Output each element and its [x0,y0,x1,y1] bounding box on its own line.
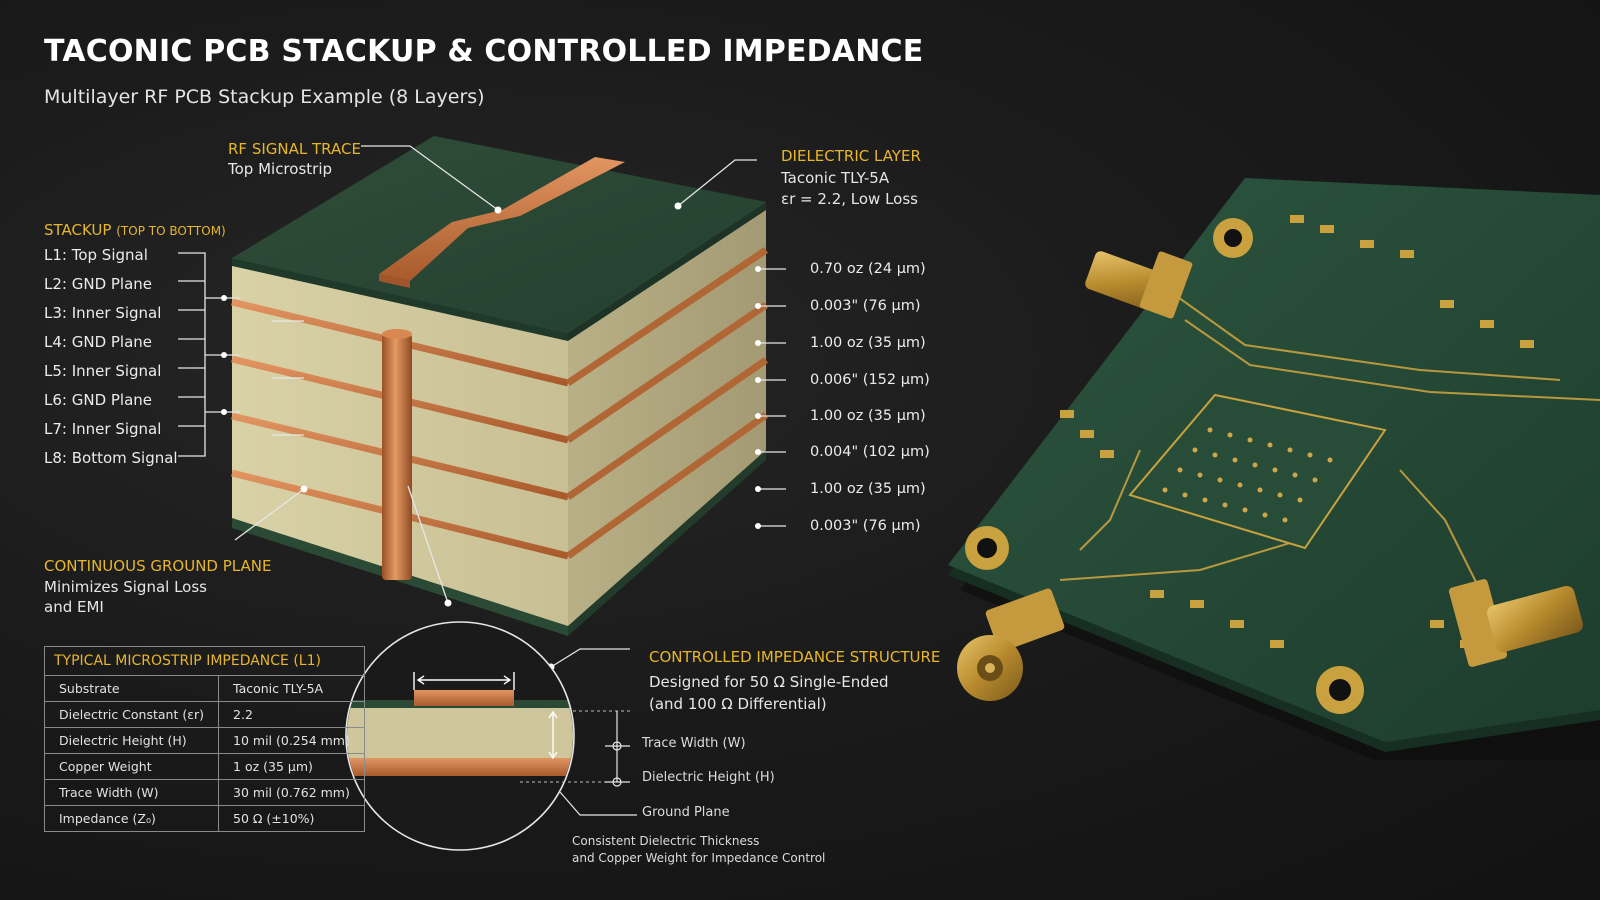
table-key: Substrate [43,675,220,702]
page-title: TACONIC PCB STACKUP & CONTROLLED IMPEDAN… [44,34,924,69]
thickness-8: 0.003" (76 μm) [810,518,921,534]
table-value: 1 oz (35 μm) [218,753,365,780]
stackup-layer-2: L2: GND Plane [44,275,153,293]
rf-trace-desc: Top Microstrip [228,160,333,178]
dielectric-properties: εr = 2.2, Low Loss [781,190,918,208]
table-value: 50 Ω (±10%) [218,805,365,832]
impedance-table-title: TYPICAL MICROSTRIP IMPEDANCE (L1) [44,646,365,675]
thickness-6: 0.004" (102 μm) [810,444,930,460]
ground-plane-desc-2: and EMI [44,598,104,616]
trace-width-label: Trace Width (W) [642,736,746,751]
stackup-heading: STACKUP (TOP TO BOTTOM) [44,221,226,239]
table-value: 2.2 [218,701,365,728]
stackup-layer-3: L3: Inner Signal [44,304,162,322]
table-value: 10 mil (0.254 mm) [218,727,365,754]
table-row: Dielectric Height (H)10 mil (0.254 mm) [43,727,365,754]
stackup-layer-7: L7: Inner Signal [44,420,162,438]
page-subtitle: Multilayer RF PCB Stackup Example (8 Lay… [44,86,485,108]
table-row: Impedance (Z₀)50 Ω (±10%) [43,805,365,832]
ground-plane-xs-label: Ground Plane [642,805,730,820]
table-key: Impedance (Z₀) [43,805,220,832]
thickness-7: 1.00 oz (35 μm) [810,481,926,497]
pcb-board-image [948,178,1600,760]
table-key: Dielectric Constant (εr) [43,701,220,728]
ground-plane-label: CONTINUOUS GROUND PLANE [44,557,272,575]
impedance-structure-desc-1: Designed for 50 Ω Single-Ended [649,673,889,691]
table-value: 30 mil (0.762 mm) [218,779,365,806]
consistency-note-2: and Copper Weight for Impedance Control [572,851,826,865]
impedance-structure-desc-2: (and 100 Ω Differential) [649,695,827,713]
stackup-layer-1: L1: Top Signal [44,246,148,264]
stackup-layer-8: L8: Bottom Signal [44,449,178,467]
dielectric-label: DIELECTRIC LAYER [781,147,921,165]
table-key: Trace Width (W) [43,779,220,806]
stackup-layer-5: L5: Inner Signal [44,362,162,380]
rf-trace-label: RF SIGNAL TRACE [228,140,361,158]
table-value: Taconic TLY-5A [218,675,365,702]
stackup-heading-note: (TOP TO BOTTOM) [116,224,226,238]
stackup-layer-4: L4: GND Plane [44,333,153,351]
ground-plane-desc-1: Minimizes Signal Loss [44,578,207,596]
cross-section-magnifier [345,621,637,851]
stackup-heading-text: STACKUP [44,221,112,239]
table-key: Copper Weight [43,753,220,780]
impedance-structure-label: CONTROLLED IMPEDANCE STRUCTURE [649,648,941,666]
stackup-block [231,136,769,636]
impedance-table: TYPICAL MICROSTRIP IMPEDANCE (L1) Substr… [43,646,365,832]
thickness-2: 0.003" (76 μm) [810,298,921,314]
table-key: Dielectric Height (H) [43,727,220,754]
table-row: Dielectric Constant (εr)2.2 [43,701,365,728]
dielectric-material: Taconic TLY-5A [781,169,890,187]
thickness-3: 1.00 oz (35 μm) [810,335,926,351]
stackup-layer-6: L6: GND Plane [44,391,153,409]
thickness-5: 1.00 oz (35 μm) [810,408,926,424]
thickness-4: 0.006" (152 μm) [810,372,930,388]
table-row: Trace Width (W)30 mil (0.762 mm) [43,779,365,806]
consistency-note-1: Consistent Dielectric Thickness [572,834,760,848]
thickness-1: 0.70 oz (24 μm) [810,261,926,277]
dielectric-height-label: Dielectric Height (H) [642,770,775,785]
